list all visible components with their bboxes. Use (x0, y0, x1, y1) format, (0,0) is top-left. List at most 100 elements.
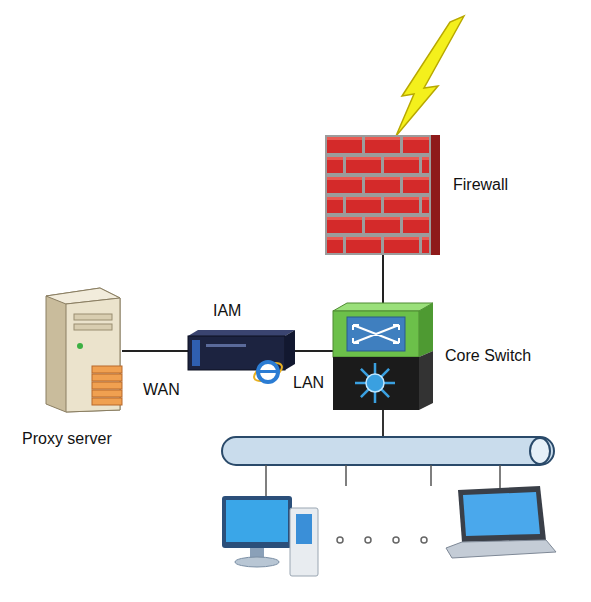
switch-panel (347, 317, 405, 351)
device-top (188, 330, 295, 336)
brick-highlight (327, 217, 362, 220)
logo-bar (260, 370, 276, 373)
brick (365, 217, 400, 233)
firewall-node: Firewall (325, 135, 440, 255)
brick-highlight (327, 177, 362, 180)
brick-highlight (327, 197, 343, 200)
logo-ring (258, 362, 278, 382)
network-link (382, 255, 384, 303)
disk-unit (92, 398, 122, 405)
node-label: Core Switch (445, 347, 531, 365)
logo-orbit (251, 359, 284, 384)
node-icon (188, 330, 295, 372)
ellipsis-dot (393, 537, 399, 543)
drive-bay (74, 324, 112, 330)
monitor-frame (222, 496, 292, 548)
laptop-lid (458, 486, 546, 542)
node-label: Proxy server (22, 430, 112, 448)
bus-tap (265, 465, 267, 496)
brick (422, 197, 429, 213)
brick-highlight (365, 137, 400, 140)
disk-unit (92, 382, 122, 389)
router-star (355, 363, 395, 403)
switch-lower (333, 357, 419, 410)
port-label: LAN (293, 374, 324, 392)
brick-highlight (384, 157, 419, 160)
brick (403, 137, 429, 153)
ellipsis-dot (337, 537, 343, 543)
brick (327, 217, 362, 233)
node-icon (333, 303, 433, 410)
network-bus (222, 437, 554, 465)
brick (422, 157, 429, 173)
port-label: WAN (143, 381, 180, 399)
laptop-base (446, 540, 556, 558)
brick-highlight (384, 197, 419, 200)
brick-highlight (384, 237, 419, 240)
switch-top (333, 303, 433, 311)
brick-highlight (403, 217, 429, 220)
brick-highlight (422, 157, 429, 160)
brick (422, 237, 429, 253)
bus-tap (430, 465, 432, 486)
disk-unit (92, 366, 122, 373)
brick (346, 197, 381, 213)
node-icon (36, 288, 122, 412)
ellipsis-dot (421, 537, 427, 543)
device-vent (206, 344, 246, 347)
brick-highlight (346, 237, 381, 240)
network-link (122, 350, 188, 352)
laptop-screen (463, 492, 540, 536)
drive-bay (74, 314, 112, 320)
brick-highlight (365, 217, 400, 220)
bus-drop-wire (382, 410, 384, 438)
power-led (77, 343, 83, 349)
disk-unit (92, 374, 122, 381)
pc-tower-panel (296, 514, 312, 544)
brick-highlight (327, 237, 343, 240)
bus-tap (345, 465, 347, 486)
gateway-node: IAM (188, 330, 295, 372)
router-hub (366, 374, 384, 392)
switch-node: Core Switch (333, 303, 433, 410)
node-icon (325, 135, 440, 255)
bus-end (530, 438, 550, 464)
monitor-base (235, 557, 279, 567)
brick-highlight (327, 137, 362, 140)
brick-highlight (365, 177, 400, 180)
brick-highlight (403, 177, 429, 180)
brick (327, 197, 343, 213)
wall-side (431, 135, 440, 255)
brick (327, 177, 362, 193)
switch-upper-side (419, 303, 433, 357)
brick (384, 197, 419, 213)
brick (346, 157, 381, 173)
brick (327, 237, 343, 253)
disk-unit (92, 390, 122, 397)
brick (403, 217, 429, 233)
brick (403, 177, 429, 193)
device-ear (192, 340, 200, 366)
brick (365, 137, 400, 153)
ellipsis-dot (365, 537, 371, 543)
brick (327, 157, 343, 173)
switch-upper (333, 311, 419, 357)
brick-highlight (327, 157, 343, 160)
server-node: Proxy server (36, 288, 122, 412)
switch-lower-side (419, 351, 433, 410)
switch-arrows (353, 325, 399, 343)
brick-highlight (422, 197, 429, 200)
brick (365, 177, 400, 193)
brick (384, 237, 419, 253)
monitor-screen (226, 500, 288, 542)
network-link (295, 350, 333, 352)
brick-highlight (346, 157, 381, 160)
brick (327, 137, 362, 153)
device-side (285, 330, 295, 370)
node-label: Firewall (453, 176, 508, 194)
brick-highlight (346, 197, 381, 200)
brick-highlight (403, 137, 429, 140)
brick-highlight (422, 237, 429, 240)
pc-tower (290, 508, 318, 576)
